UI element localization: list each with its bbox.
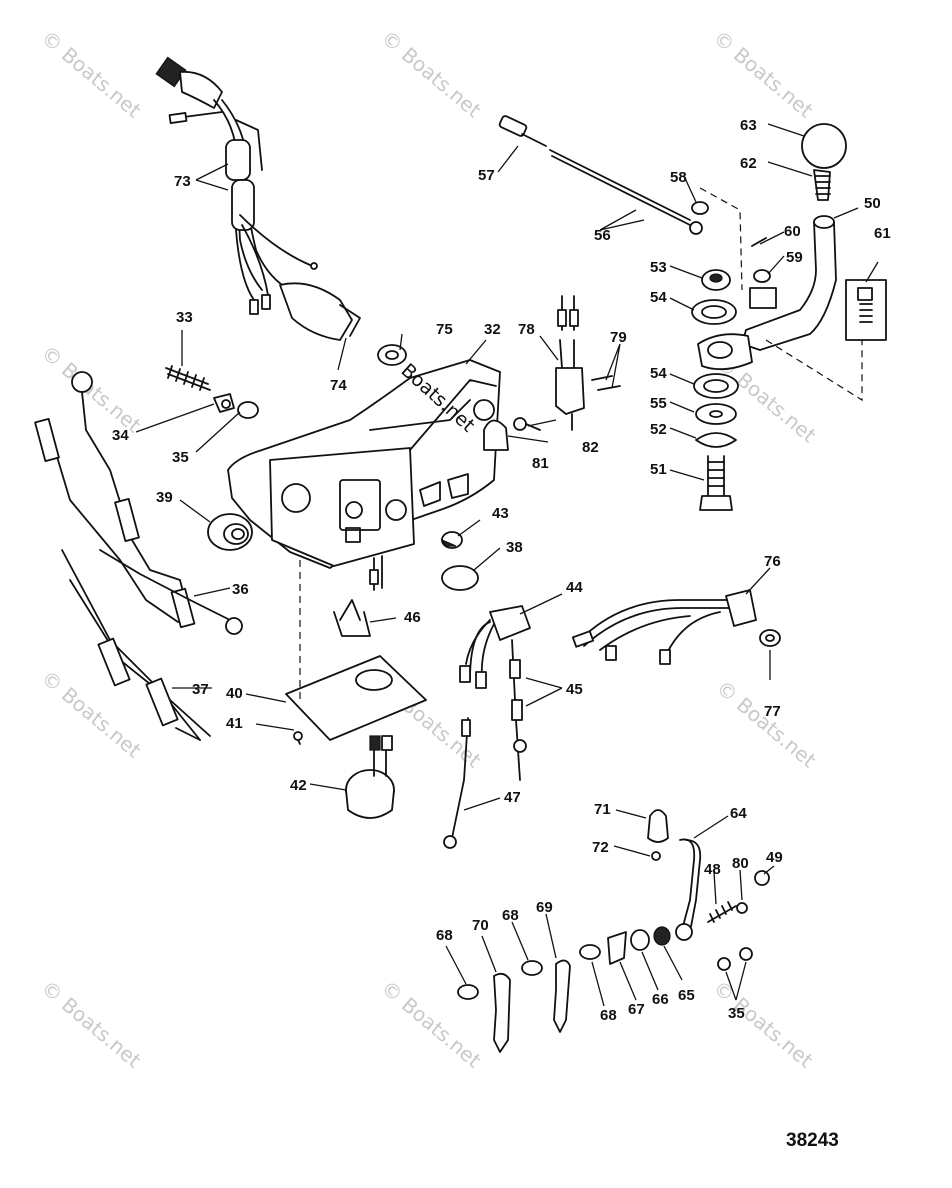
callout-55: 55 <box>650 395 667 412</box>
grommet <box>207 513 253 551</box>
callout-70: 70 <box>472 917 489 934</box>
callout-52: 52 <box>650 421 667 438</box>
callout-73: 73 <box>174 173 191 190</box>
control-housing <box>227 359 501 591</box>
callout-74: 74 <box>330 377 347 394</box>
callout-32: 32 <box>484 321 501 338</box>
callout-34: 34 <box>112 427 129 444</box>
callout-46: 46 <box>404 609 421 626</box>
callout-62: 62 <box>740 155 757 172</box>
callout-79: 79 <box>610 329 627 346</box>
watermark: © Boats.net <box>709 975 818 1072</box>
lever-stack <box>457 926 753 1053</box>
callout-72: 72 <box>592 839 609 856</box>
leader-lines <box>135 123 879 1007</box>
callout-49: 49 <box>766 849 783 866</box>
callout-65: 65 <box>678 987 695 1004</box>
callout-81: 81 <box>532 455 549 472</box>
callout-56: 56 <box>594 227 611 244</box>
callout-54: 54 <box>650 365 667 382</box>
callout-35: 35 <box>728 1005 745 1022</box>
callout-35: 35 <box>172 449 189 466</box>
callout-53: 53 <box>650 259 667 276</box>
callout-39: 39 <box>156 489 173 506</box>
callout-58: 58 <box>670 169 687 186</box>
callout-45: 45 <box>566 681 583 698</box>
callout-50: 50 <box>864 195 881 212</box>
callout-51: 51 <box>650 461 667 478</box>
trim-switch-harness <box>571 589 781 665</box>
shift-lever <box>697 123 887 402</box>
lower-components <box>285 560 427 819</box>
watermark: © Boats.net <box>37 975 146 1072</box>
callout-69: 69 <box>536 899 553 916</box>
throttle-lever-parts <box>647 809 770 941</box>
callout-63: 63 <box>740 117 757 134</box>
callout-67: 67 <box>628 1001 645 1018</box>
drawing-number: 38243 <box>786 1130 839 1151</box>
callout-40: 40 <box>226 685 243 702</box>
callout-54: 54 <box>650 289 667 306</box>
callout-76: 76 <box>764 553 781 570</box>
callout-60: 60 <box>784 223 801 240</box>
callout-75: 75 <box>436 321 453 338</box>
callout-47: 47 <box>504 789 521 806</box>
neutral-switch <box>483 295 621 451</box>
callout-64: 64 <box>730 805 747 822</box>
callout-41: 41 <box>226 715 243 732</box>
callout-71: 71 <box>594 801 611 818</box>
callout-44: 44 <box>566 579 583 596</box>
callout-38: 38 <box>506 539 523 556</box>
callout-36: 36 <box>232 581 249 598</box>
callout-68: 68 <box>600 1007 617 1024</box>
callout-57: 57 <box>478 167 495 184</box>
switch-components <box>440 531 531 849</box>
watermark: © Boats.net <box>37 25 146 122</box>
callout-43: 43 <box>492 505 509 522</box>
watermark-layer: © Boats.net © Boats.net © Boats.net © Bo… <box>37 25 821 1072</box>
callout-33: 33 <box>176 309 193 326</box>
callout-42: 42 <box>290 777 307 794</box>
watermark: © Boats.net <box>37 340 146 437</box>
callout-68: 68 <box>502 907 519 924</box>
wiring-harness <box>155 56 361 341</box>
callout-77: 77 <box>764 703 781 720</box>
callout-labels: 73 74 75 33 34 35 32 39 36 37 40 41 42 4… <box>112 117 891 1024</box>
callout-37: 37 <box>192 681 209 698</box>
callout-68: 68 <box>436 927 453 944</box>
watermark: © Boats.net <box>377 25 486 122</box>
callout-80: 80 <box>732 855 749 872</box>
ignition-small-parts <box>165 344 407 419</box>
lead-wires <box>34 371 243 741</box>
callout-66: 66 <box>652 991 669 1008</box>
callout-59: 59 <box>786 249 803 266</box>
watermark: © Boats.net <box>712 675 821 772</box>
callout-82: 82 <box>582 439 599 456</box>
shift-linkage <box>498 115 743 291</box>
callout-78: 78 <box>518 321 535 338</box>
lever-washers <box>691 269 739 511</box>
callout-61: 61 <box>874 225 891 242</box>
watermark: © Boats.net <box>709 25 818 122</box>
callout-48: 48 <box>704 861 721 878</box>
